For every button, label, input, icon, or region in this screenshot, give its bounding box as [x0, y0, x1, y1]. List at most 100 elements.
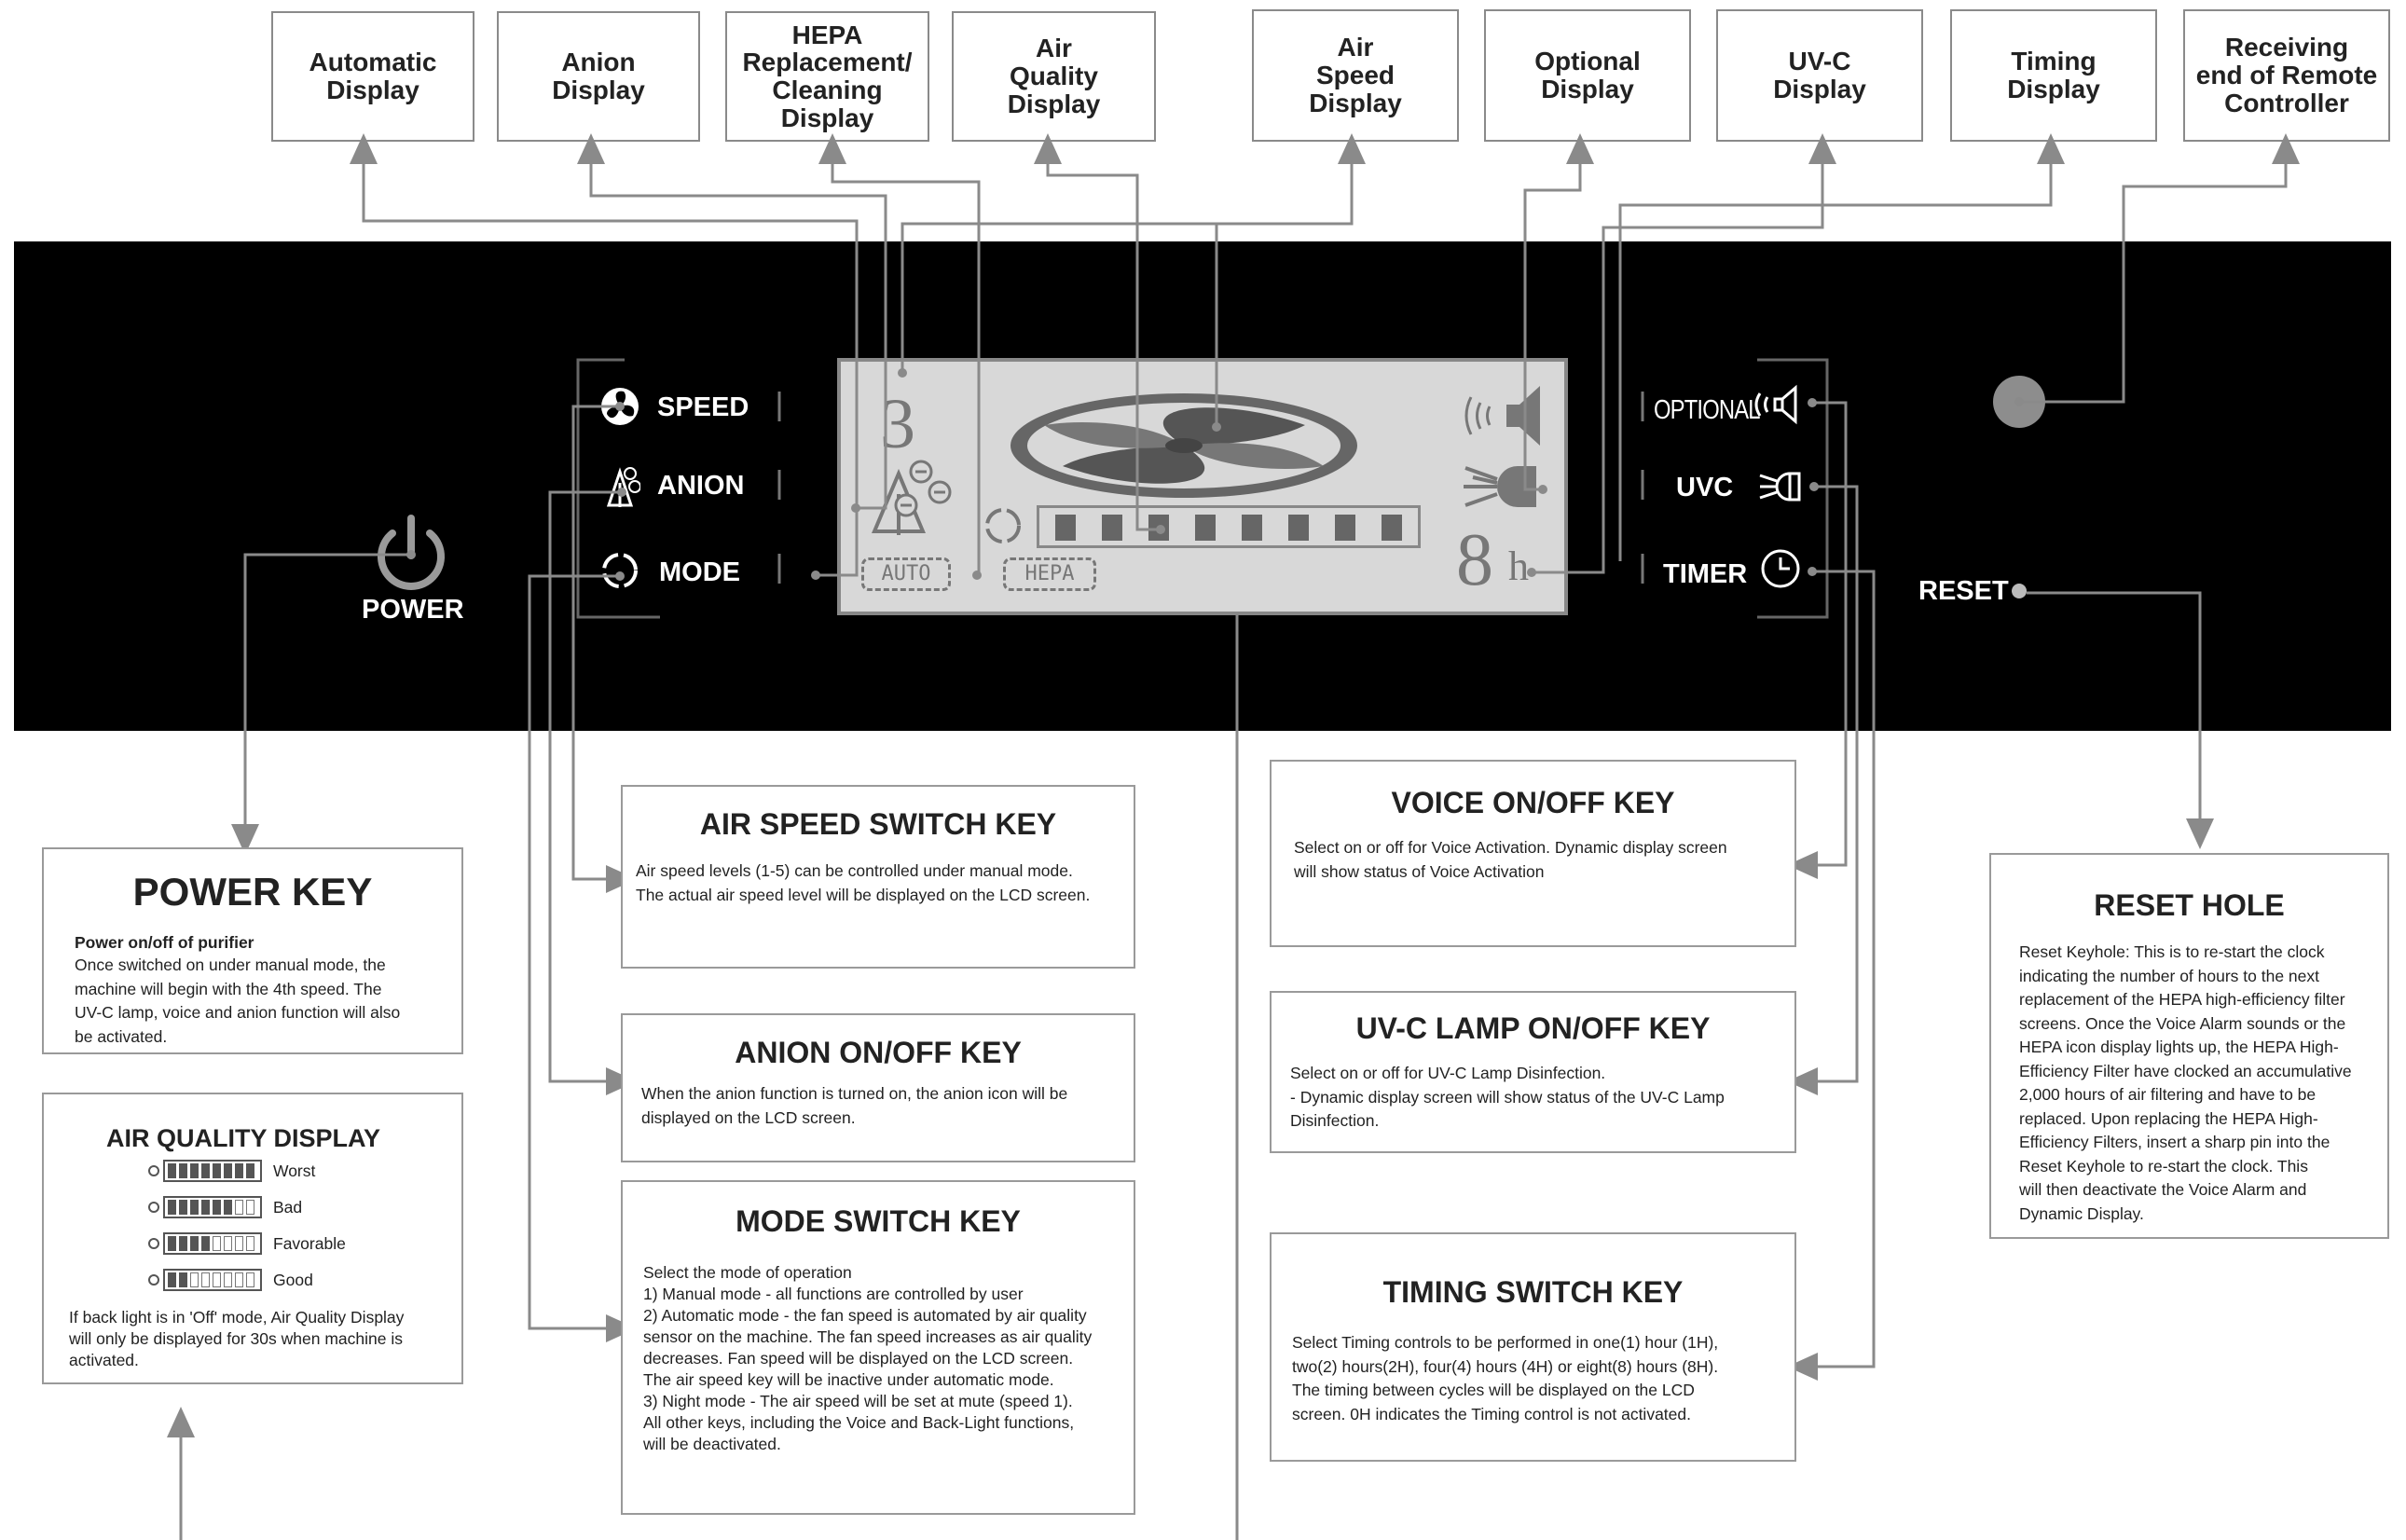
air-quality-segment	[190, 1200, 199, 1215]
air-quality-segment	[201, 1163, 210, 1178]
air-quality-segment	[224, 1236, 232, 1251]
air-quality-level-label: Good	[273, 1270, 313, 1289]
label-air-speed-display: Air Speed Display	[1252, 9, 1459, 142]
air-quality-mini-bar	[163, 1160, 262, 1182]
lcd-timer-unit: h	[1508, 543, 1529, 589]
air-quality-segment	[201, 1272, 210, 1287]
air-quality-mini-bar	[163, 1232, 262, 1255]
air-quality-segment	[246, 1236, 254, 1251]
speed-button-label[interactable]: SPEED	[657, 392, 749, 422]
reset-hole-text: Reset Keyhole: This is to re-start the c…	[2019, 942, 2352, 1223]
mode-icon	[148, 1165, 159, 1176]
clock-icon[interactable]	[1758, 546, 1805, 593]
timer-button-label[interactable]: TIMER	[1663, 559, 1748, 589]
mode-icon[interactable]	[599, 550, 640, 591]
air-quality-segment	[168, 1200, 176, 1215]
timing-key-title: TIMING SWITCH KEY	[1382, 1275, 1684, 1309]
optional-speaker-icon[interactable]	[1753, 384, 1805, 425]
uvc-key-title: UV-C LAMP ON/OFF KEY	[1355, 1011, 1711, 1045]
mode-button-label[interactable]: MODE	[659, 557, 740, 587]
lcd-air-quality-segment	[1055, 515, 1076, 541]
lcd-uvc-lamp-icon	[1464, 466, 1536, 507]
air-speed-key-text: Air speed levels (1-5) can be controlled…	[636, 861, 1091, 904]
air-quality-segment	[168, 1163, 176, 1178]
uvc-key-text: Select on or off for UV-C Lamp Disinfect…	[1290, 1064, 1725, 1130]
air-quality-segment	[190, 1236, 199, 1251]
air-quality-segment	[213, 1236, 221, 1251]
air-quality-legend-row: Good	[148, 1269, 313, 1291]
power-key-text: Once switched on under manual mode, the …	[75, 956, 401, 1046]
label-timing-display: Timing Display	[1950, 9, 2157, 142]
label-remote-receiver: Receiving end of Remote Controller	[2183, 9, 2390, 142]
reset-hole-box: RESET HOLE Reset Keyhole: This is to re-…	[1989, 853, 2389, 1239]
air-quality-segment	[179, 1236, 187, 1251]
lcd-air-quality-segment	[1335, 515, 1355, 541]
timing-key-text: Select Timing controls to be performed i…	[1292, 1333, 1719, 1423]
label-optional-display: Optional Display	[1484, 9, 1691, 142]
air-quality-segment	[224, 1163, 232, 1178]
mode-key-box: MODE SWITCH KEY Select the mode of opera…	[621, 1180, 1135, 1515]
anion-key-title: ANION ON/OFF KEY	[735, 1036, 1022, 1069]
voice-key-title: VOICE ON/OFF KEY	[1391, 786, 1675, 819]
air-quality-segment	[213, 1200, 221, 1215]
left-bracket	[576, 358, 781, 619]
reset-hole[interactable]	[2012, 584, 2027, 598]
mode-icon	[148, 1202, 159, 1213]
air-quality-segment	[179, 1200, 187, 1215]
air-quality-segment	[246, 1272, 254, 1287]
reset-hole-title: RESET HOLE	[2094, 888, 2285, 922]
air-quality-level-label: Bad	[273, 1197, 303, 1217]
timing-key-box: TIMING SWITCH KEY Select Timing controls…	[1270, 1232, 1796, 1462]
voice-key-text: Select on or off for Voice Activation. D…	[1294, 838, 1727, 881]
lcd-air-quality-segment	[1195, 515, 1216, 541]
air-quality-mini-bar	[163, 1196, 262, 1218]
air-quality-segment	[246, 1200, 254, 1215]
air-quality-level-label: Worst	[273, 1161, 316, 1180]
air-quality-segment	[179, 1272, 187, 1287]
air-quality-segment	[201, 1236, 210, 1251]
lcd-air-quality-segment	[1242, 515, 1262, 541]
air-quality-segment	[201, 1200, 210, 1215]
air-quality-segment	[168, 1236, 176, 1251]
air-quality-segment	[179, 1163, 187, 1178]
lcd-mode-icon	[985, 508, 1021, 543]
label-uvc-display: UV-C Display	[1716, 9, 1923, 142]
lcd-auto-indicator: AUTO	[861, 557, 951, 591]
label-automatic-display: Automatic Display	[271, 11, 474, 142]
air-quality-segment	[213, 1163, 221, 1178]
mode-icon	[148, 1274, 159, 1286]
uvc-lamp-icon[interactable]	[1758, 466, 1810, 507]
air-speed-key-box: AIR SPEED SWITCH KEY Air speed levels (1…	[621, 785, 1135, 969]
air-quality-segment	[235, 1163, 243, 1178]
uvc-button-label[interactable]: UVC	[1676, 473, 1734, 502]
mode-key-text: Select the mode of operation 1) Manual m…	[643, 1263, 1093, 1453]
air-quality-text: If back light is in 'Off' mode, Air Qual…	[69, 1308, 405, 1369]
anion-key-box: ANION ON/OFF KEY When the anion function…	[621, 1013, 1135, 1162]
air-quality-segment	[168, 1272, 176, 1287]
anion-button-label[interactable]: ANION	[657, 471, 745, 501]
air-quality-segment	[235, 1200, 243, 1215]
lcd-air-quality-bar	[1037, 505, 1421, 548]
air-quality-title: AIR QUALITY DISPLAY	[105, 1124, 381, 1152]
air-quality-legend-row: Favorable	[148, 1232, 346, 1255]
power-icon[interactable]	[369, 513, 453, 597]
lcd-timer-digit: 8	[1456, 519, 1493, 601]
air-quality-legend-row: Worst	[148, 1160, 315, 1182]
mode-icon	[148, 1238, 159, 1249]
air-quality-segment	[235, 1272, 243, 1287]
air-quality-mini-bar	[163, 1269, 262, 1291]
lcd-screen: 3 AUTO HEPA 8 h	[837, 358, 1568, 615]
lcd-hepa-indicator: HEPA	[1003, 557, 1096, 591]
right-bracket	[1641, 358, 1829, 619]
power-button-label[interactable]: POWER	[362, 595, 464, 625]
air-quality-legend-row: Bad	[148, 1196, 302, 1218]
anion-key-text: When the anion function is turned on, th…	[641, 1084, 1068, 1127]
reset-label: RESET	[1918, 576, 2009, 606]
optional-button-label[interactable]: OPTIONAL	[1654, 395, 1761, 425]
voice-key-box: VOICE ON/OFF KEY Select on or off for Vo…	[1270, 760, 1796, 947]
air-quality-segment	[224, 1200, 232, 1215]
power-key-box: POWER KEY Power on/off of purifier Once …	[42, 847, 463, 1054]
lcd-fan-graphic	[1011, 393, 1357, 498]
